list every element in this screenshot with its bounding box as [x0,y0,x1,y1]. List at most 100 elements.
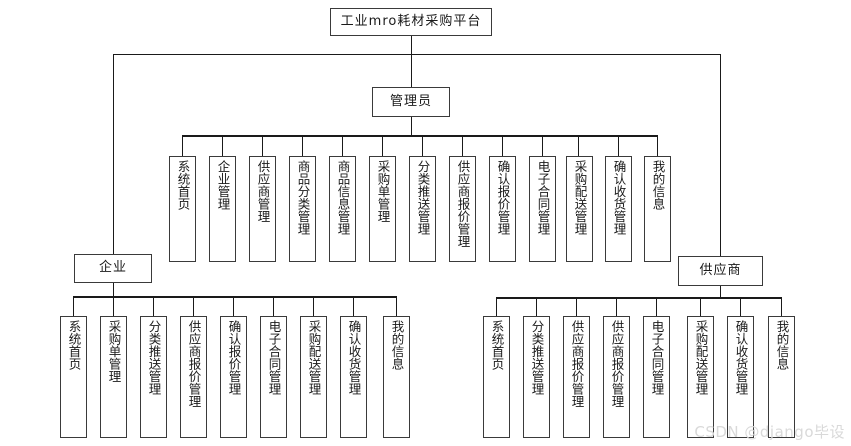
node-supplier-item: 我的信息 [768,316,795,438]
connector-bus-to-enterprise [113,54,114,254]
connector-enterprise-drop [313,296,314,316]
node-supplier-item-label: 供应商报价管理 [569,320,585,408]
connector-supplier-drop [656,297,657,316]
node-enterprise-item-label: 分类推送管理 [146,320,162,395]
node-admin-item-label: 确认报价管理 [495,160,511,235]
node-admin-item: 分类推送管理 [409,156,436,262]
node-admin-item-label: 供应商管理 [255,160,271,223]
connector-bus-to-admin [411,54,412,87]
connector-admin-drop [502,135,503,156]
node-enterprise-item-label: 系统首页 [66,320,82,370]
node-supplier-item-label: 系统首页 [489,320,505,370]
node-supplier-item: 采购配送管理 [687,316,714,438]
node-supplier-item-label: 确认收货管理 [733,320,749,395]
connector-supplier-drop [536,297,537,316]
connector-supplier-drop [496,297,497,316]
node-root-platform: 工业mro耗材采购平台 [330,8,492,36]
node-admin-item: 我的信息 [644,156,671,262]
node-admin-item-label: 供应商报价管理 [455,160,471,248]
connector-supplier-drop [700,297,701,316]
connector-enterprise-drop [396,296,397,316]
node-enterprise-item-label: 我的信息 [389,320,405,370]
node-supplier-item-label: 分类推送管理 [529,320,545,395]
connector-admin-drop [657,135,658,156]
node-supplier-item-label: 供应商报价管理 [609,320,625,408]
node-enterprise-item: 确认报价管理 [220,316,247,438]
node-enterprise-item: 确认收货管理 [340,316,367,438]
connector-bus-to-supplier [720,54,721,256]
connector-admin-drop [222,135,223,156]
connector-enterprise-drop [273,296,274,316]
connector-admin-bus [182,135,657,137]
node-enterprise-item-label: 供应商报价管理 [186,320,202,408]
connector-admin-drop [382,135,383,156]
connector-admin-drop [302,135,303,156]
connector-admin-drop [578,135,579,156]
node-enterprise-item: 电子合同管理 [260,316,287,438]
node-supplier-item: 电子合同管理 [643,316,670,438]
node-supplier-item-label: 电子合同管理 [649,320,665,395]
connector-enterprise-drop [113,296,114,316]
node-admin-item-label: 我的信息 [650,160,666,210]
connector-supplier-drop [616,297,617,316]
node-admin-item-label: 企业管理 [215,160,231,210]
connector-admin-drop [422,135,423,156]
node-admin-item-label: 商品分类管理 [295,160,311,235]
node-enterprise-item-label: 采购配送管理 [306,320,322,395]
connector-enterprise-drop [73,296,74,316]
node-admin-item-label: 采购配送管理 [572,160,588,235]
connector-admin-stem [411,117,412,135]
connector-supplier-drop [740,297,741,316]
node-admin-item-label: 电子合同管理 [535,160,551,235]
node-supplier-item: 系统首页 [483,316,510,438]
node-admin-item: 供应商管理 [249,156,276,262]
node-enterprise-item: 采购单管理 [100,316,127,438]
connector-enterprise-bus [73,296,397,298]
node-admin-item-label: 采购单管理 [375,160,391,223]
node-admin-item: 确认报价管理 [489,156,516,262]
node-enterprise-item: 分类推送管理 [140,316,167,438]
node-admin-item: 系统首页 [169,156,196,262]
connector-enterprise-drop [233,296,234,316]
node-admin-item-label: 系统首页 [175,160,191,210]
node-admin-item-label: 分类推送管理 [415,160,431,235]
connector-supplier-drop [576,297,577,316]
connector-admin-drop [262,135,263,156]
node-enterprise-item: 供应商报价管理 [180,316,207,438]
node-enterprise-item-label: 确认报价管理 [226,320,242,395]
node-admin-item-label: 确认收货管理 [611,160,627,235]
connector-toplevel-bus [113,54,721,55]
node-role-enterprise: 企业 [74,254,152,283]
node-admin-item: 商品信息管理 [329,156,356,262]
node-supplier-item: 分类推送管理 [523,316,550,438]
node-admin-item: 确认收货管理 [605,156,632,262]
connector-admin-drop [542,135,543,156]
connector-supplier-bus [496,297,782,299]
node-admin-item: 企业管理 [209,156,236,262]
node-role-admin-label: 管理员 [389,93,432,109]
connector-root-stem [411,36,412,54]
node-enterprise-item-label: 电子合同管理 [266,320,282,395]
node-admin-item: 电子合同管理 [529,156,556,262]
node-enterprise-item: 我的信息 [383,316,410,438]
node-role-enterprise-label: 企业 [98,260,127,276]
node-supplier-item: 确认收货管理 [727,316,754,438]
connector-supplier-stem [720,286,721,298]
connector-enterprise-drop [193,296,194,316]
node-enterprise-item: 采购配送管理 [300,316,327,438]
connector-enterprise-drop [353,296,354,316]
connector-supplier-drop [781,297,782,316]
node-enterprise-item-label: 确认收货管理 [346,320,362,395]
node-admin-item-label: 商品信息管理 [335,160,351,235]
node-admin-item: 供应商报价管理 [449,156,476,262]
node-supplier-item: 供应商报价管理 [563,316,590,438]
node-role-supplier: 供应商 [678,256,763,286]
connector-admin-drop [618,135,619,156]
node-enterprise-item-label: 采购单管理 [106,320,122,383]
node-role-supplier-label: 供应商 [699,262,742,278]
node-enterprise-item: 系统首页 [60,316,87,438]
node-supplier-item-label: 采购配送管理 [693,320,709,395]
node-supplier-item-label: 我的信息 [774,320,790,370]
node-supplier-item: 供应商报价管理 [603,316,630,438]
